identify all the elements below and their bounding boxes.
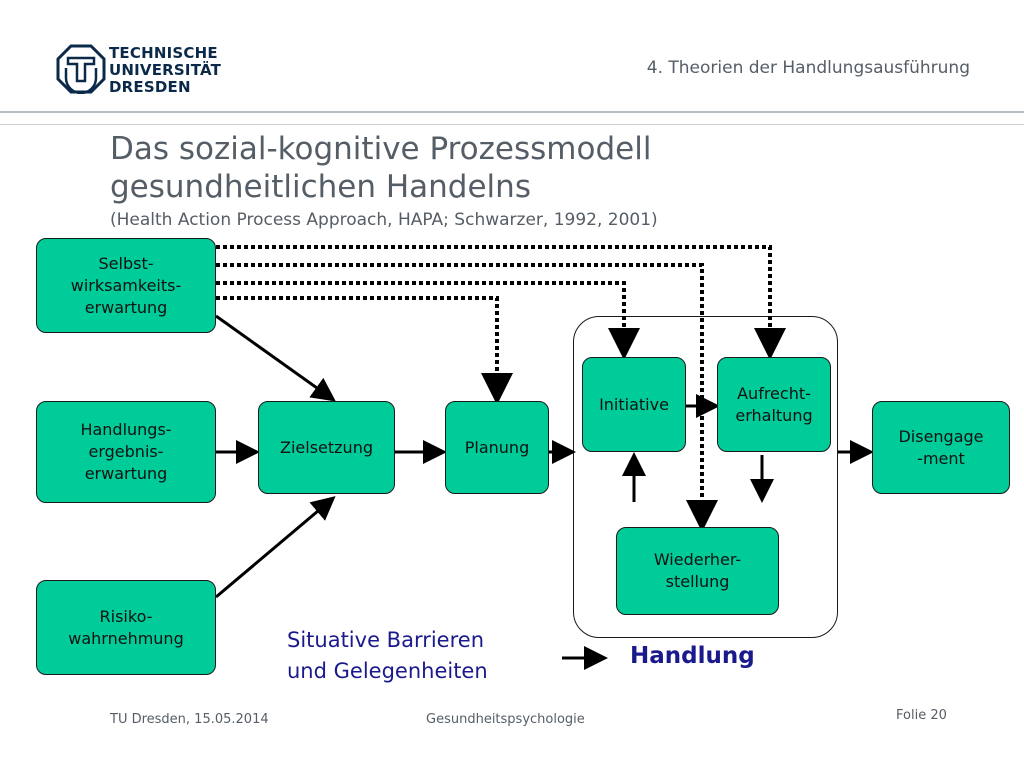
dotted-selbst-aufrecht [216, 245, 786, 360]
arrow-selbst-ziel [215, 314, 336, 402]
logo-line: UNIVERSITÄT [109, 61, 222, 79]
node-risikowahrnehmung: Risiko- wahrnehmung [36, 580, 216, 675]
dotted-selbst-planung [216, 296, 513, 405]
handlung-frame [573, 316, 838, 638]
footer-date: TU Dresden, 15.05.2014 [110, 712, 269, 727]
dotted-selbst-initiative [216, 281, 640, 360]
node-disengagement: Disengage -ment [872, 401, 1010, 494]
arrow-risiko-ziel [215, 496, 336, 599]
node-planung: Planung [445, 401, 549, 494]
logo-line: TECHNISCHE [109, 44, 218, 62]
slide-title-line: Das sozial-kognitive Prozessmodell [110, 131, 652, 167]
header-divider-thin [0, 124, 1024, 125]
node-initiative: Initiative [582, 357, 686, 452]
footer-slide-number: Folie 20 [896, 708, 947, 723]
dotted-selbst-wieder [216, 263, 718, 532]
handlung-label: Handlung [630, 643, 755, 669]
university-name: TECHNISCHE UNIVERSITÄT DRESDEN [109, 45, 221, 96]
node-aufrechterhaltung: Aufrecht- erhaltung [717, 357, 831, 452]
header-divider [0, 111, 1024, 113]
slide-title: Das sozial-kognitive Prozessmodell gesun… [110, 130, 651, 206]
slide-title-line: gesundheitlichen Handelns [110, 169, 531, 205]
chapter-title: 4. Theorien der Handlungsausführung [646, 58, 970, 78]
situative-barrieren-label: Situative Barrieren und Gelegenheiten [287, 628, 488, 683]
node-zielsetzung: Zielsetzung [258, 401, 395, 494]
node-handlungsergebniserwartung: Handlungs- ergebnis- erwartung [36, 401, 216, 503]
logo-line: DRESDEN [109, 78, 191, 96]
tu-dresden-logo-icon [56, 44, 106, 94]
node-wiederherstellung: Wiederher- stellung [616, 527, 779, 615]
node-selbstwirksamkeitserwartung: Selbst- wirksamkeits- erwartung [36, 238, 216, 333]
slide-subtitle: (Health Action Process Approach, HAPA; S… [110, 210, 658, 230]
footer-course: Gesundheitspsychologie [426, 712, 585, 727]
